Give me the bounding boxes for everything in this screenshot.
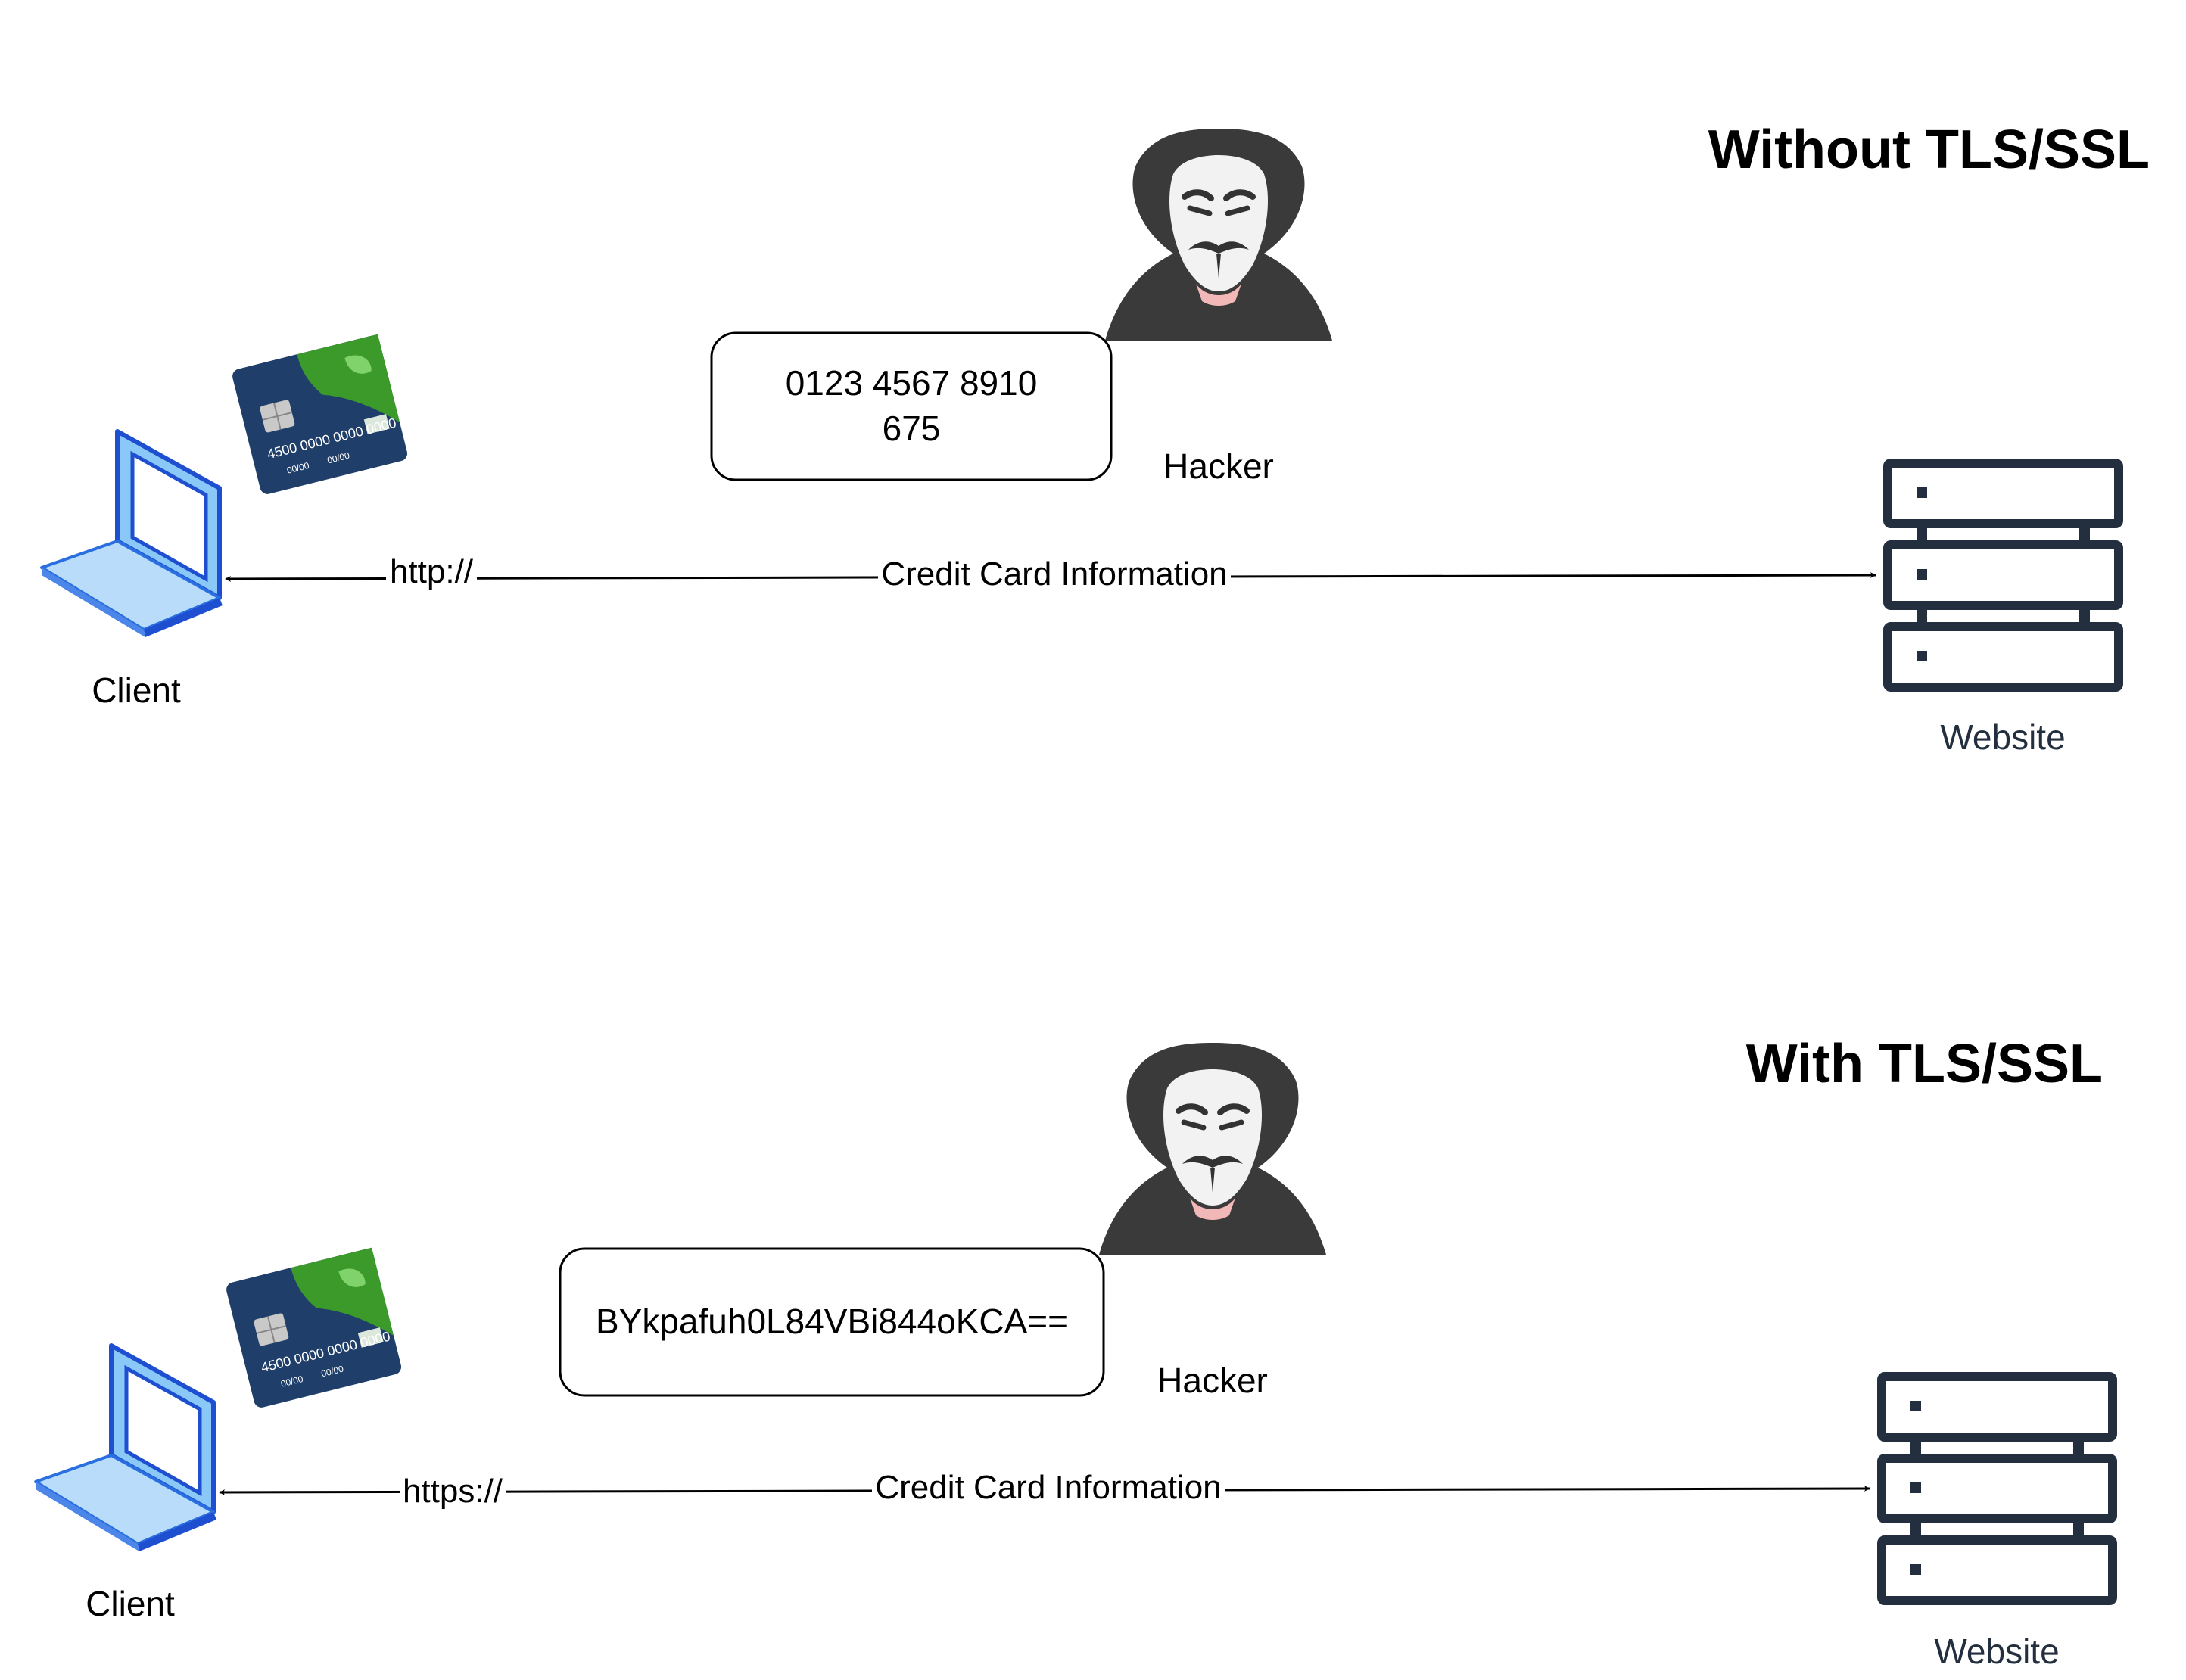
scenario-without-tls: Without TLS/SSL Hacker 0123 4567 8910 67… [40,120,2150,757]
scenario-with-tls: With TLS/SSL Hacker BYkpafuh0L84VBi844oK… [34,1034,2117,1671]
credit-card-icon: 4500 0000 0000 0000 00/00 00/00 [232,334,408,494]
intercepted-line: BYkpafuh0L84VBi844oKCA== [596,1302,1068,1341]
payload-label: Credit Card Information [875,1469,1221,1506]
anonymous-hacker-icon [1099,1043,1326,1255]
server-rack-icon [1883,459,2123,692]
website-label: Website [1934,1632,2059,1671]
hacker-label: Hacker [1163,446,1274,486]
laptop-icon [40,429,223,637]
anonymous-hacker-icon [1105,129,1332,341]
intercepted-line: 0123 4567 8910 [786,363,1038,403]
website-label: Website [1940,717,2065,757]
intercepted-data-box: 0123 4567 8910 675 [710,331,1113,481]
client-label: Client [86,1584,175,1623]
payload-label: Credit Card Information [881,555,1227,593]
credit-card-icon: 4500 0000 0000 0000 00/00 00/00 [226,1247,402,1408]
intercepted-line: 675 [883,409,941,448]
intercepted-data-box: BYkpafuh0L84VBi844oKCA== [559,1247,1105,1397]
protocol-label: http:// [390,553,474,590]
protocol-label: https:// [403,1473,503,1510]
scenario-title: Without TLS/SSL [1708,120,2150,180]
hacker-label: Hacker [1157,1361,1268,1400]
client-label: Client [92,670,181,710]
scenario-title: With TLS/SSL [1746,1034,2103,1094]
server-rack-icon [1877,1372,2117,1605]
laptop-icon [34,1343,216,1551]
